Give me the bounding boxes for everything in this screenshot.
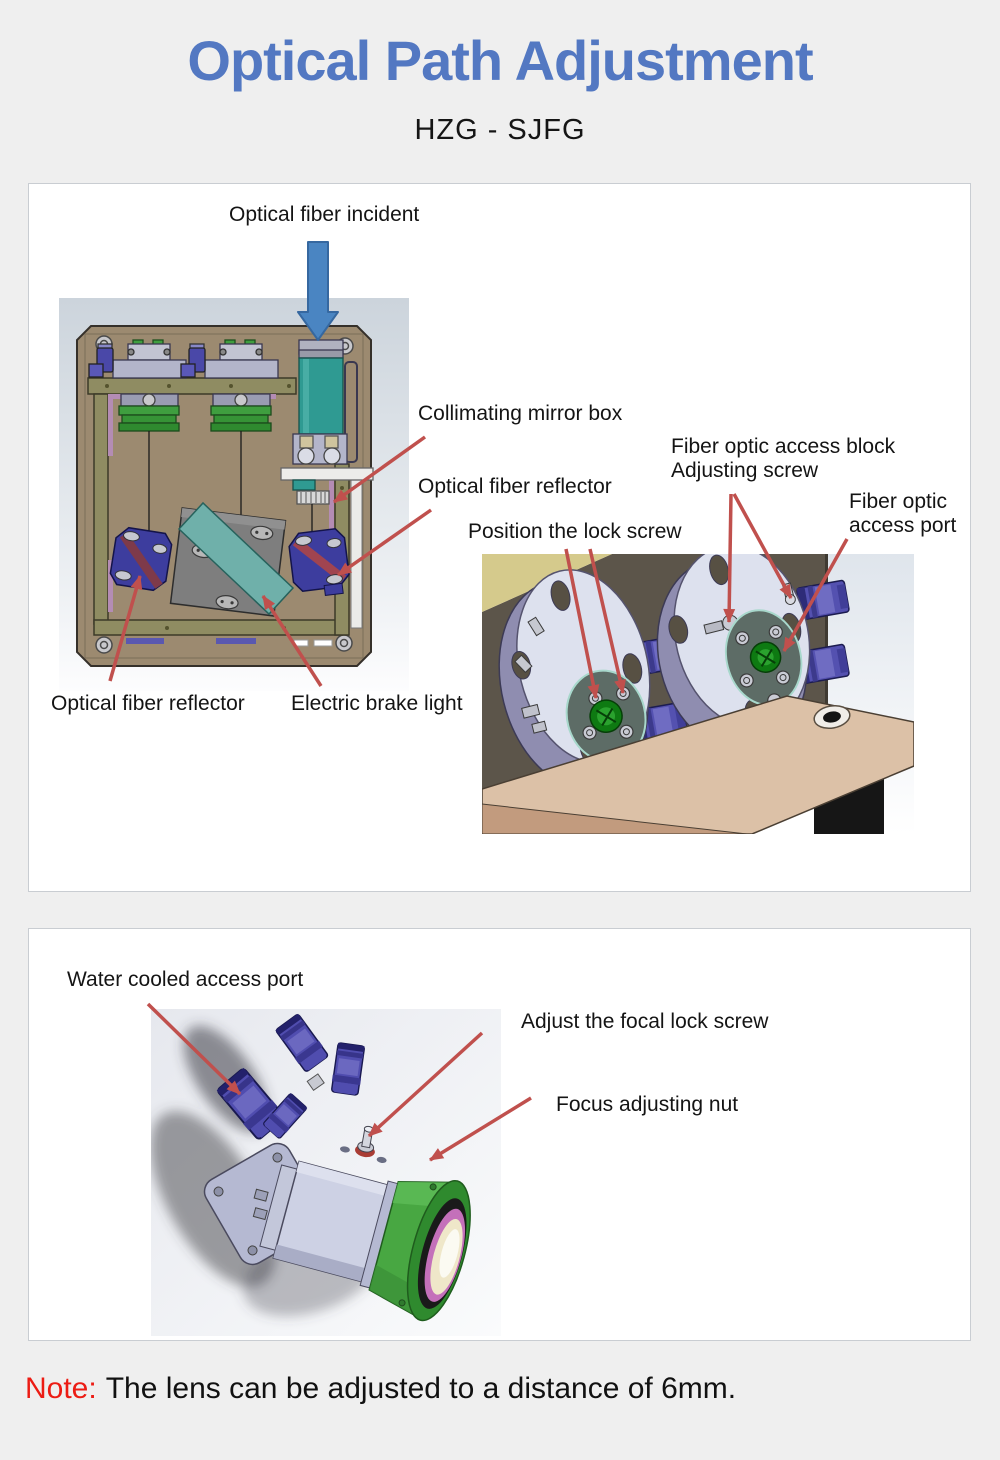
label-adjust-focal-lock-screw: Adjust the focal lock screw — [521, 1010, 769, 1033]
label-optical-fiber-incident: Optical fiber incident — [229, 203, 420, 226]
label-collimating-mirror-box: Collimating mirror box — [418, 402, 623, 425]
label-position-lock-screw: Position the lock screw — [468, 520, 682, 543]
label-water-cooled-access-port: Water cooled access port — [67, 968, 304, 991]
label-optical-fiber-reflector-left: Optical fiber reflector — [51, 692, 245, 715]
page-title: Optical Path Adjustment — [187, 29, 813, 92]
cad-fiber-flange-view — [482, 554, 914, 834]
panel-lens-adjustment: Water cooled access port Adjust the foca… — [28, 928, 971, 1341]
brake-light-bar — [177, 501, 295, 616]
label-focus-adjusting-nut: Focus adjusting nut — [556, 1093, 739, 1116]
mirror-mount-right — [288, 527, 350, 597]
collimator-assembly-mid — [180, 339, 279, 516]
base-board — [482, 695, 914, 834]
cad-lens-assembly — [151, 1009, 501, 1336]
lens-body — [203, 1142, 471, 1322]
fiber-port-green-left — [589, 699, 623, 733]
collimator-assembly-left — [88, 339, 187, 556]
fiber-port-green-right — [749, 641, 782, 673]
note: Note:The lens can be adjusted to a dista… — [25, 1372, 736, 1406]
label-fiber-optic-access-port: Fiber optic access port — [849, 490, 957, 537]
cad-optical-box-top-view — [59, 298, 409, 691]
white-strip — [350, 467, 363, 629]
note-label: Note: — [25, 1372, 97, 1405]
board-bolt-hole — [813, 704, 851, 730]
mirror-mount-left — [109, 526, 173, 592]
label-optical-fiber-reflector-right: Optical fiber reflector — [418, 475, 612, 498]
label-electric-brake-light: Electric brake light — [291, 692, 463, 715]
note-text: The lens can be adjusted to a distance o… — [105, 1372, 737, 1405]
label-fiber-optic-access-block: Fiber optic access block Adjusting screw — [671, 435, 896, 482]
page-subtitle: HZG - SJFG — [414, 114, 586, 146]
panel-optical-path: Optical fiber incident Collimating mirro… — [28, 183, 971, 892]
